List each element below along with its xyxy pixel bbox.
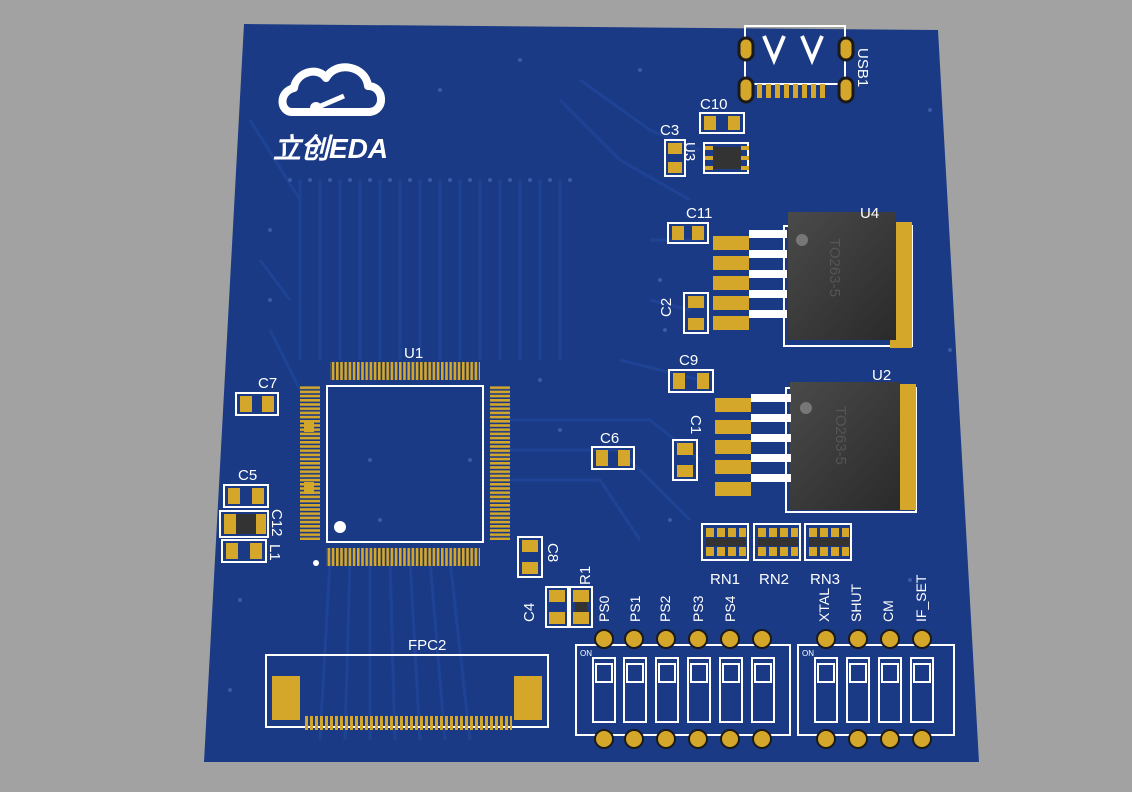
u3-label: U3 [681, 142, 698, 161]
fpc2-label: FPC2 [408, 637, 446, 654]
res-r1: R1 [569, 566, 594, 628]
sw2-label-cm: CM [880, 600, 896, 622]
c3-label: C3 [660, 122, 679, 139]
c10-label: C10 [700, 96, 728, 113]
sw2-on-label: ON [802, 649, 814, 658]
cap-c11: C11 [667, 205, 712, 244]
c4-label: C4 [521, 603, 538, 622]
dip-switch-2: ON XTAL SHUT CM IF_SET [797, 574, 955, 749]
u2-label: U2 [872, 367, 891, 384]
usb1-connector: USB1 [737, 25, 871, 104]
fpc2-connector: FPC2 [265, 637, 549, 730]
rn1-label: RN1 [710, 571, 740, 588]
c2-label: C2 [658, 298, 675, 317]
sw1-label-ps1: PS1 [627, 595, 643, 622]
c9-label: C9 [679, 352, 698, 369]
cap-c9: C9 [668, 352, 714, 393]
sw2-label-xtal: XTAL [816, 588, 832, 622]
sw1-on-label: ON [580, 649, 592, 658]
cloud-logo-icon [278, 63, 385, 116]
c11-label: C11 [686, 205, 712, 222]
u1-label: U1 [404, 345, 423, 362]
via-dots [228, 58, 952, 692]
rn3: RN3 [804, 523, 852, 588]
sw1-label-ps2: PS2 [657, 595, 673, 622]
cap-c3: C3 [660, 122, 686, 177]
sw1-label-ps4: PS4 [722, 595, 738, 622]
logo-text: 立创EDA [273, 133, 388, 164]
dip-switch-1: ON PS0 PS1 PS2 PS3 PS4 [575, 595, 791, 749]
rn3-label: RN3 [810, 571, 840, 588]
logo: 立创EDA [273, 63, 388, 164]
sw2-label-shut: SHUT [848, 583, 864, 622]
cap-c10: C10 [699, 96, 745, 134]
l1-label: L1 [266, 544, 283, 561]
cap-c1: C1 [672, 415, 704, 481]
u1-chip: U1 [300, 345, 510, 566]
c12-label: C12 [268, 509, 285, 537]
u2-regulator: TO263-5 U2 [715, 367, 917, 513]
rn2-label: RN2 [759, 571, 789, 588]
sw1-label-ps0: PS0 [596, 595, 612, 622]
r1-label: R1 [577, 566, 594, 585]
c5-label: C5 [238, 467, 257, 484]
sw1-label-ps3: PS3 [690, 595, 706, 622]
rn1: RN1 [701, 523, 749, 588]
cap-c6: C6 [591, 430, 635, 470]
usb1-label: USB1 [854, 48, 871, 87]
u4-label: U4 [860, 205, 879, 222]
c1-label: C1 [687, 415, 704, 434]
cap-c4: C4 [521, 586, 569, 628]
resistor-networks: RN1 RN2 RN3 [701, 523, 852, 588]
rn2: RN2 [753, 523, 801, 588]
cap-c5: C5 [223, 467, 269, 508]
c8-label: C8 [544, 543, 561, 562]
cap-c8: C8 [517, 536, 561, 578]
cap-c2: C2 [658, 292, 709, 334]
u4-body-label: TO263-5 [826, 238, 843, 297]
cap-c7: C7 [235, 375, 279, 416]
u4-regulator: TO263-5 U4 [713, 205, 913, 348]
sw2-label-if-set: IF_SET [913, 574, 929, 622]
ind-l1: L1 [221, 539, 283, 563]
capacitors: C10 C3 C11 C2 C9 C1 C6 C7 C5 C12 L1 C8 C… [219, 96, 745, 628]
c6-label: C6 [600, 430, 619, 447]
u2-body-label: TO263-5 [832, 406, 849, 465]
c7-label: C7 [258, 375, 277, 392]
cap-c12: C12 [219, 509, 285, 538]
pcb-board [204, 24, 979, 762]
